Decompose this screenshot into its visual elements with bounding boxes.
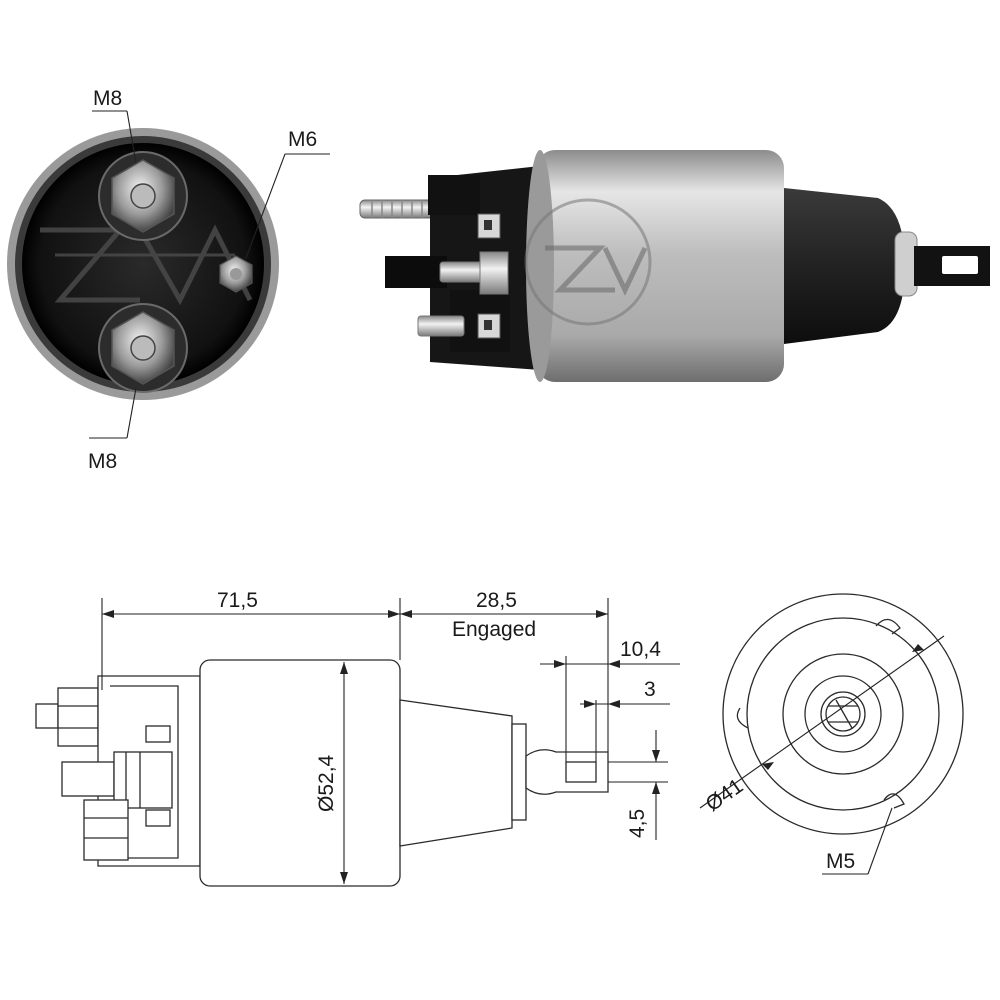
dim-tab-offset: 3 (644, 678, 656, 701)
side-black-tab (385, 256, 447, 288)
top-terminal-bolt (98, 151, 188, 241)
dim-tab-width: 4,5 (626, 809, 649, 838)
end-view-photo: M8 M6 M8 (7, 87, 330, 473)
front-drawing: Ø41 M5 (699, 593, 964, 875)
m6-terminal-bolt (219, 255, 253, 293)
drawing-body (199, 659, 401, 887)
front-outer-circle (722, 593, 964, 835)
label-m8-bottom: M8 (88, 450, 117, 473)
side-dark-cone (784, 188, 905, 344)
dim-body-diameter: Ø52,4 (315, 754, 338, 812)
front-flange-circle (746, 617, 940, 811)
label-m5: M5 (826, 850, 855, 873)
side-drawing: 71,5 28,5 Engaged 10,4 3 4,5 Ø52,4 (35, 589, 680, 887)
bottom-terminal-bolt (98, 303, 188, 393)
dim-length-plunger: 28,5 (476, 589, 517, 612)
drawing-cone (399, 699, 513, 847)
end-view-face (22, 143, 264, 385)
side-silver-cylinder (537, 150, 784, 382)
cylinder-watermark-logo (524, 198, 652, 326)
side-view-photo (359, 150, 990, 382)
side-lower-stud (417, 315, 465, 337)
dim-flange-diameter: Ø41 (702, 774, 748, 816)
label-m6: M6 (288, 128, 317, 151)
dim-tab-length: 10,4 (620, 638, 661, 661)
label-m8-top: M8 (93, 87, 122, 110)
dim-length-body: 71,5 (217, 589, 258, 612)
dim-engaged: Engaged (452, 618, 536, 641)
